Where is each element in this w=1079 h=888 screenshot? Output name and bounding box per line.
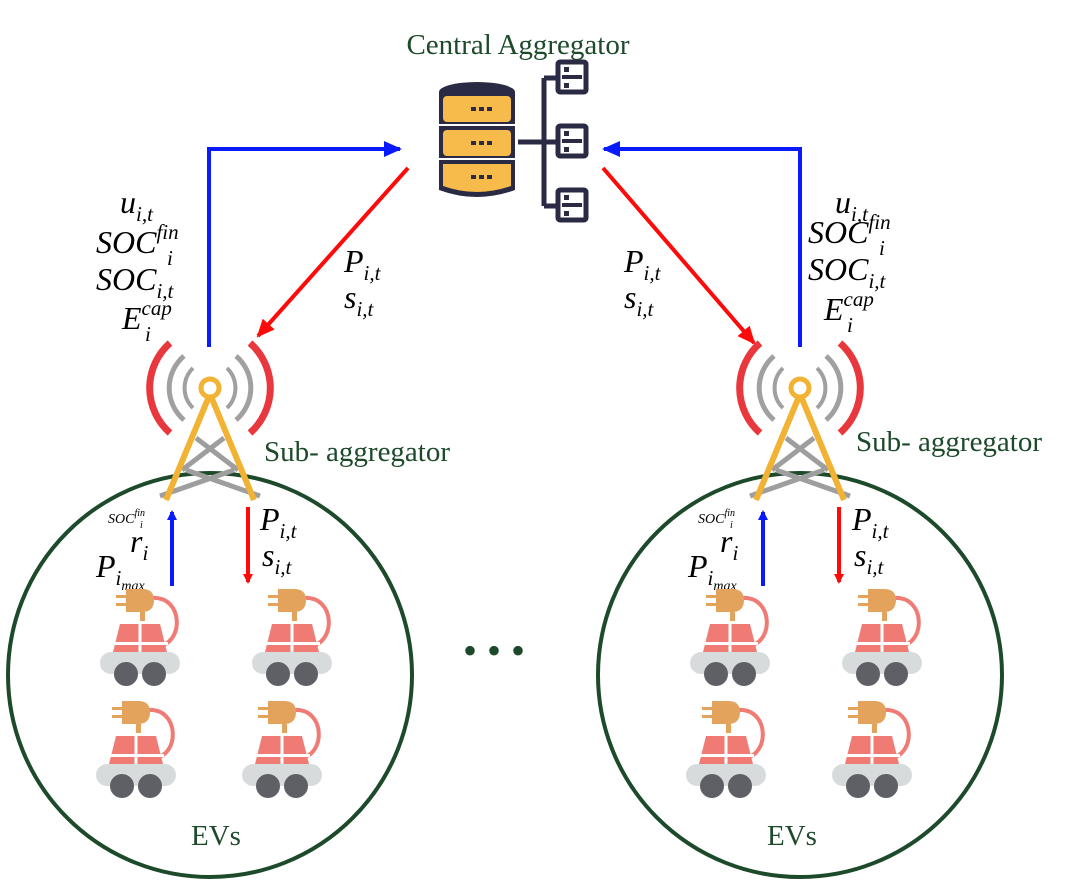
right-ev-group-circle <box>596 471 1004 879</box>
left-ev-cars <box>94 587 334 800</box>
right-downlink-labels: Pi,t si,t <box>623 243 662 321</box>
svg-text:Ecap: Ecap <box>121 296 172 336</box>
server-icon <box>439 59 589 223</box>
svg-text:si,t: si,t <box>624 279 655 321</box>
left-downlink-labels: Pi,t si,t <box>343 243 382 321</box>
right-downlink-arrow <box>601 166 756 345</box>
svg-text:Pi,t: Pi,t <box>343 243 382 285</box>
left-ev-label: EVs <box>191 820 241 852</box>
ev-car-icon <box>240 699 324 800</box>
svg-text:Pi,t: Pi,t <box>259 501 298 543</box>
svg-text:SOCfin: SOCfin <box>808 210 891 250</box>
svg-text:si,t: si,t <box>262 537 293 579</box>
svg-text:ri: ri <box>130 523 148 565</box>
ev-car-icon <box>98 587 182 688</box>
left-uplink-labels: ui,t SOCfin i SOCi,t Ecap i <box>96 184 179 346</box>
svg-text:SOCfin: SOCfin <box>108 508 145 527</box>
svg-text:i: i <box>879 236 885 260</box>
svg-text:i: i <box>167 246 173 270</box>
left-sub-aggregator-label: Sub- aggregator <box>264 436 450 468</box>
ev-car-icon <box>94 699 178 800</box>
svg-text:SOCfin: SOCfin <box>96 220 179 260</box>
ev-car-icon <box>250 587 334 688</box>
svg-text:i: i <box>145 322 151 346</box>
left-ev-uplink-labels: SOCfin i ri Pimax <box>95 508 148 594</box>
svg-text:SOCi,t: SOCi,t <box>96 261 175 303</box>
svg-text:i: i <box>140 520 143 531</box>
right-ev-uplink-labels: SOCfin i ri Pimax <box>687 508 738 594</box>
right-uplink-arrow <box>602 141 802 347</box>
left-ev-downlink-labels: Pi,t si,t <box>259 501 298 579</box>
svg-text:Pi,t: Pi,t <box>851 501 890 543</box>
svg-text:ui,t: ui,t <box>120 184 154 226</box>
central-aggregator-title: Central Aggregator <box>406 29 629 61</box>
left-uplink-arrow <box>207 141 402 347</box>
svg-text:i: i <box>730 520 733 531</box>
ev-car-icon <box>688 587 772 688</box>
left-downlink-arrow <box>256 166 410 338</box>
right-sub-aggregator-label: Sub- aggregator <box>856 426 1042 458</box>
left-ev-group-circle <box>6 471 414 879</box>
svg-text:Ecap: Ecap <box>823 287 874 327</box>
svg-text:si,t: si,t <box>854 537 885 579</box>
svg-text:i: i <box>847 313 853 337</box>
svg-text:SOCi,t: SOCi,t <box>808 251 887 293</box>
right-ev-cars <box>684 587 924 800</box>
svg-text:SOCfin: SOCfin <box>698 508 735 527</box>
right-ev-label: EVs <box>767 820 817 852</box>
ev-car-icon <box>684 699 768 800</box>
right-uplink-labels: ui,t SOCfin i SOCi,t Ecap i <box>808 184 891 337</box>
ellipsis: • • • <box>463 628 525 673</box>
svg-text:ri: ri <box>720 523 738 565</box>
svg-text:Pi,t: Pi,t <box>623 243 662 285</box>
svg-text:ui,t: ui,t <box>835 184 869 226</box>
svg-text:si,t: si,t <box>344 279 375 321</box>
right-ev-downlink-labels: Pi,t si,t <box>851 501 890 579</box>
ev-car-icon <box>840 587 924 688</box>
ev-car-icon <box>830 699 914 800</box>
